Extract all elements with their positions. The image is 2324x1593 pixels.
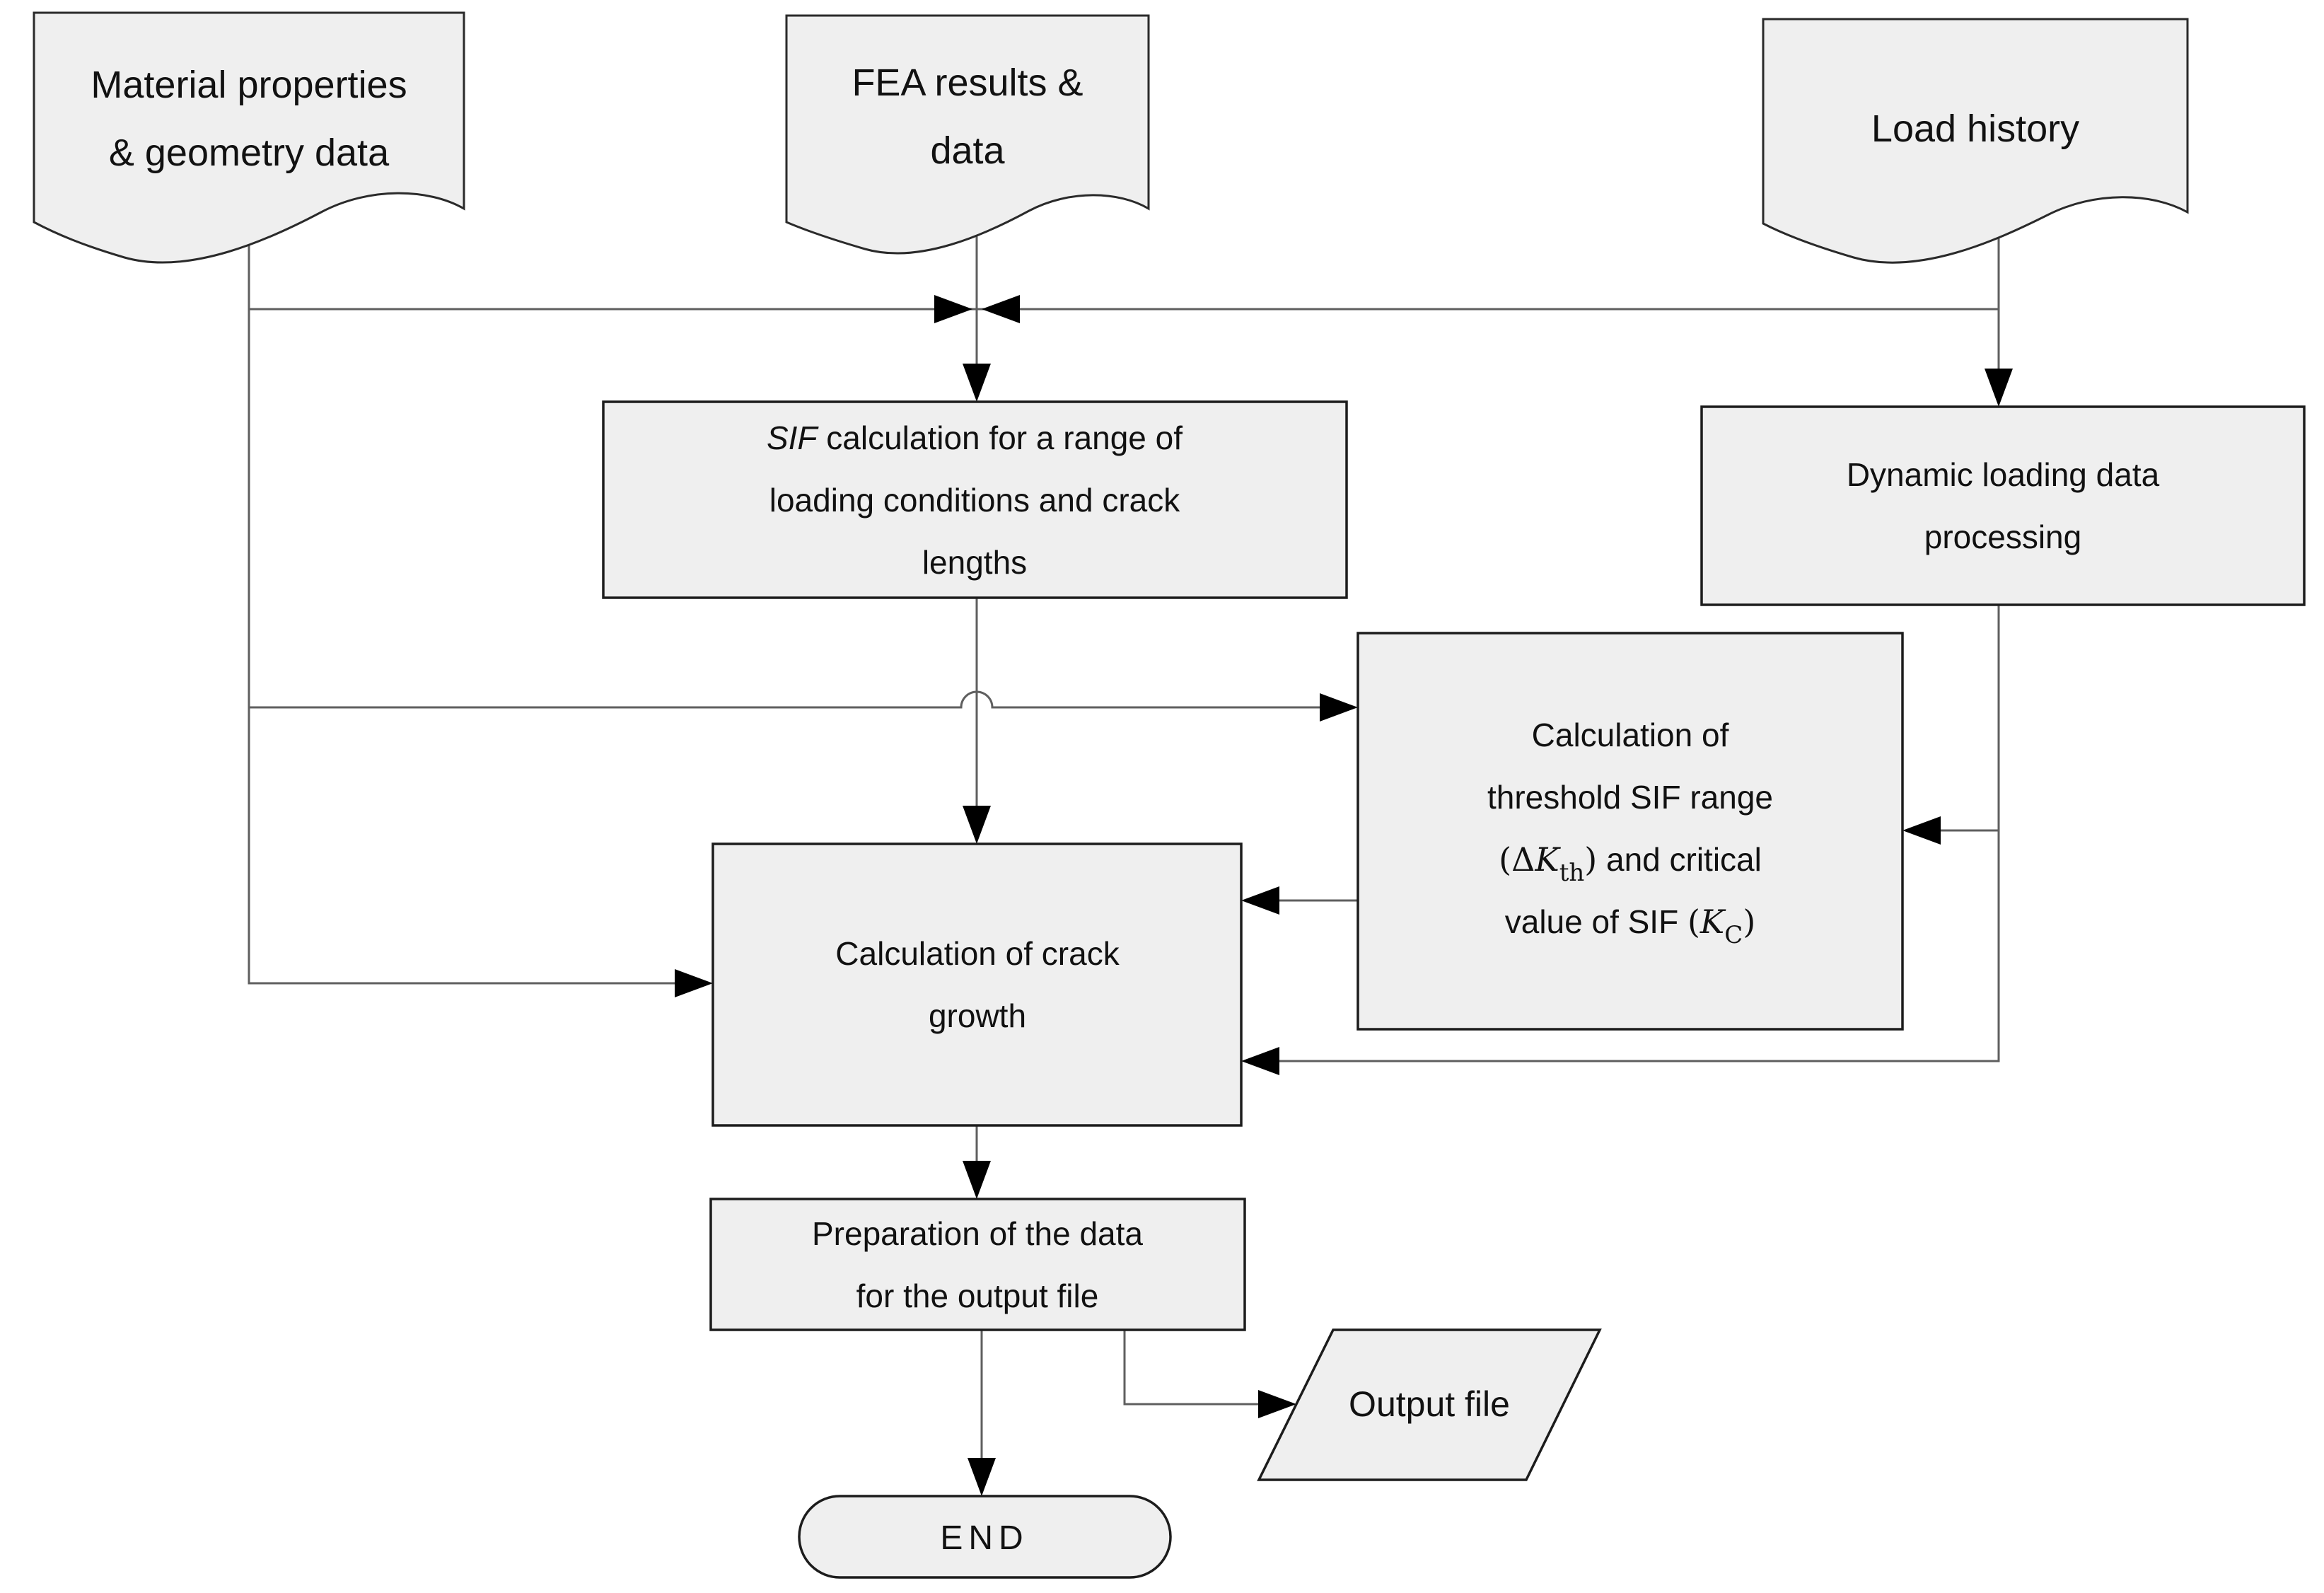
arrowhead-into-sif <box>963 364 991 402</box>
arrowhead-merge-left <box>934 295 972 323</box>
threshold-label-line3: (ΔKth) and critical <box>1499 840 1762 887</box>
dynamic-loading-label-line1: Dynamic loading data <box>1847 456 2160 493</box>
sif-calculation-box <box>602 400 1348 599</box>
output-file-parallelogram <box>1257 1328 1602 1481</box>
threshold-label-line2: threshold SIF range <box>1487 779 1773 816</box>
data-preparation-box <box>709 1198 1246 1331</box>
arrowhead-threshold-into-crack <box>1241 886 1279 915</box>
crack-growth-box <box>711 842 1243 1127</box>
connector-material-to-threshold <box>249 690 1320 709</box>
connector-prep-to-output <box>1123 1330 1258 1406</box>
output-file-label: Output file <box>1349 1384 1510 1424</box>
fea-results-label-line2: data <box>930 129 1005 172</box>
arrowhead-into-threshold-left <box>1320 693 1358 722</box>
material-properties-label-line2: & geometry data <box>109 132 390 174</box>
arrowhead-into-threshold-right <box>1902 816 1941 845</box>
arrowhead-into-crack-top <box>963 806 991 844</box>
data-preparation-label-line1: Preparation of the data <box>812 1215 1143 1252</box>
load-history-label: Load history <box>1871 108 2079 150</box>
sif-calculation-label-line2: loading conditions and crack <box>769 482 1180 519</box>
sif-calculation-label-line3: lengths <box>922 544 1027 581</box>
arrowhead-into-dynamic <box>1985 369 2013 407</box>
document-fea-results <box>785 14 1150 255</box>
connector-material-drop <box>248 244 675 985</box>
end-label: END <box>940 1519 1028 1557</box>
dynamic-loading-label-line2: processing <box>1924 519 2081 555</box>
arrowhead-material-into-crack <box>675 969 713 997</box>
arrowhead-into-output <box>1258 1390 1296 1418</box>
end-terminator <box>798 1495 1172 1579</box>
fea-results-label-line1: FEA results & <box>852 62 1083 104</box>
document-load-history <box>1762 18 2189 264</box>
arrowhead-into-prep <box>963 1161 991 1199</box>
arrowhead-load-into-crack <box>1241 1047 1279 1075</box>
threshold-label-line1: Calculation of <box>1532 717 1729 753</box>
crack-growth-label-line2: growth <box>929 997 1026 1034</box>
document-material-properties <box>33 11 465 264</box>
data-preparation-label-line2: for the output file <box>856 1278 1099 1314</box>
sif-calculation-label-line1: SIF calculation for a range of <box>767 419 1183 456</box>
arrowhead-merge-right <box>982 295 1020 323</box>
dynamic-loading-box <box>1700 405 2306 606</box>
connector-dynamic-drop <box>1279 605 2000 1062</box>
arrowhead-into-end <box>968 1458 996 1496</box>
threshold-sif-box <box>1356 632 1904 1031</box>
connector-layer <box>248 233 2013 1496</box>
crack-growth-label-line1: Calculation of crack <box>835 935 1120 972</box>
threshold-label-line4: value of SIF (KC) <box>1505 903 1756 949</box>
material-properties-label-line1: Material properties <box>91 64 407 106</box>
